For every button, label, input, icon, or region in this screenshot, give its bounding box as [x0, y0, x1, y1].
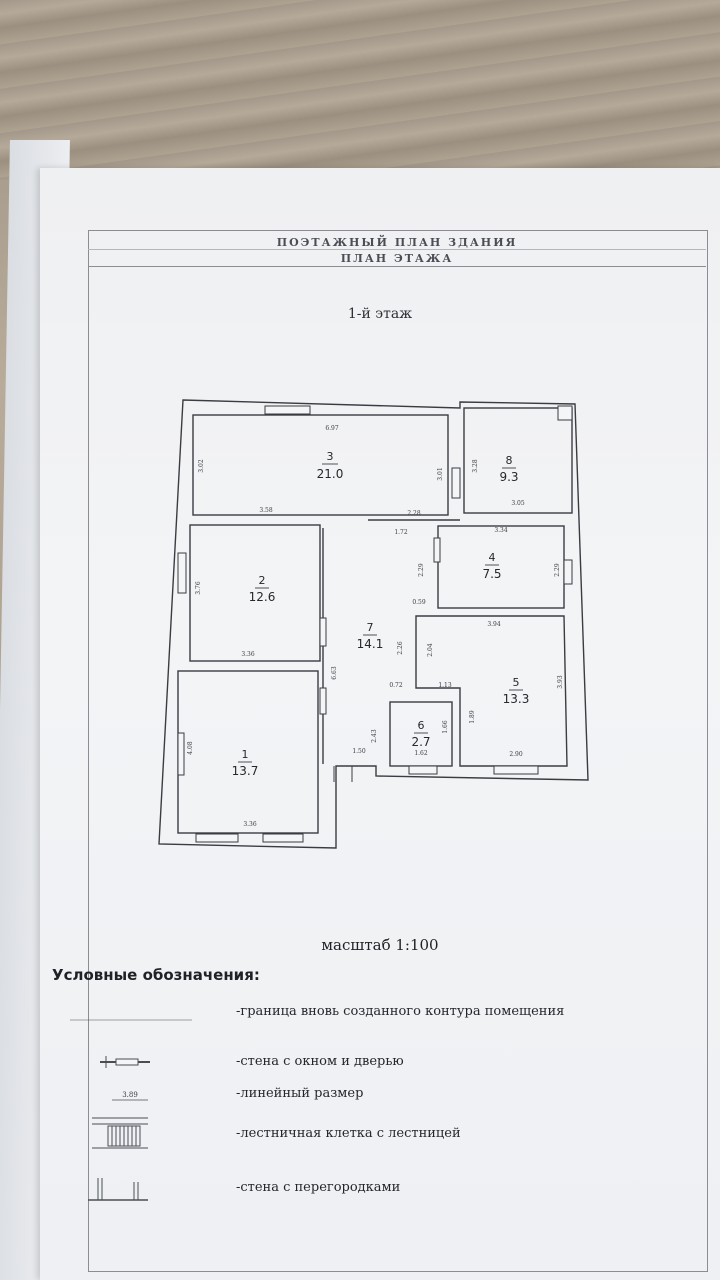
dim-label: 0.59	[412, 599, 426, 606]
room-7-number: 7	[367, 621, 374, 634]
legend-item-boundary: -граница вновь созданного контура помеще…	[236, 1004, 565, 1019]
dim-label: 2.29	[554, 563, 561, 577]
window	[195, 833, 239, 843]
dim-label: 2.26	[397, 641, 404, 655]
dim-label: 3.01	[437, 467, 444, 480]
dim-label: 1.89	[469, 710, 476, 724]
window	[177, 552, 187, 594]
dim-label: 3.34	[494, 527, 508, 534]
dim-label: 3.02	[198, 459, 205, 473]
room-2-walls	[189, 524, 321, 662]
legend-item-dimension: -линейный размер	[236, 1086, 364, 1101]
dim-label: 0.72	[389, 682, 403, 689]
room-5-walls	[415, 615, 568, 767]
dim-label: 2.29	[418, 563, 425, 577]
dim-label: 6.97	[325, 425, 339, 432]
room-8-area: 9.3	[499, 470, 518, 484]
dim-label: 1.72	[394, 529, 408, 536]
chimney	[557, 405, 573, 421]
room-5-area: 13.3	[503, 692, 530, 706]
openings	[177, 405, 573, 843]
header-title: ПОЭТАЖНЫЙ ПЛАН ЗДАНИЯ	[276, 236, 518, 249]
legend-title: Условные обозначения:	[52, 966, 260, 984]
room-6-number: 6	[418, 719, 425, 732]
room-1-area: 13.7	[232, 764, 259, 778]
page-frame	[88, 230, 708, 1272]
outer-wall	[158, 399, 589, 849]
entry	[333, 766, 353, 782]
legend-symbols	[70, 1019, 192, 1201]
window	[177, 732, 185, 776]
dim-label: 3.28	[472, 459, 479, 473]
dim-label: 4.08	[187, 741, 194, 755]
legend-item-partition: -стена с перегородками	[236, 1180, 401, 1195]
window	[262, 833, 304, 843]
room-8-number: 8	[506, 454, 513, 467]
window	[408, 765, 438, 775]
dim-label: 3.36	[243, 821, 257, 828]
dim-label: 2.04	[427, 643, 434, 657]
scale-label: масштаб 1:100	[321, 936, 439, 954]
wooden-table-background	[0, 0, 720, 180]
wall-window-door-symbol	[100, 1056, 150, 1068]
door	[319, 617, 327, 647]
legend-item-wall-window: -стена с окном и дверью	[236, 1054, 404, 1069]
room-6-area: 2.7	[411, 735, 430, 749]
door	[433, 537, 441, 563]
dim-label: 1.50	[352, 748, 366, 755]
dim-label: 1.66	[442, 720, 449, 734]
staircase-symbol	[92, 1117, 148, 1149]
room-3-number: 3	[327, 450, 334, 463]
dim-label: 6.63	[331, 666, 338, 680]
dim-label: 2.90	[509, 751, 523, 758]
window	[563, 559, 573, 585]
dim-label: 3.36	[241, 651, 255, 658]
legend-dimension-sample: 3.89	[122, 1091, 138, 1099]
room-8-walls	[463, 407, 573, 514]
dim-label: 3.76	[195, 581, 202, 595]
window	[264, 405, 311, 415]
window	[493, 765, 539, 775]
dim-label: 1.13	[438, 682, 452, 689]
dim-label: 2.28	[407, 510, 421, 517]
header-subtitle: ПЛАН ЭТАЖА	[340, 252, 454, 265]
room-4-area: 7.5	[482, 567, 501, 581]
header-divider	[88, 249, 706, 250]
floor-label: 1-й этаж	[347, 306, 413, 322]
room-4-number: 4	[489, 551, 496, 564]
room-2-number: 2	[259, 574, 266, 587]
dim-label: 3.93	[557, 675, 564, 689]
document-page: ПОЭТАЖНЫЙ ПЛАН ЗДАНИЯ ПЛАН ЭТАЖА 1-й эта…	[40, 168, 720, 1280]
room-3-area: 21.0	[317, 467, 344, 481]
floor-plan: 3 21.0 8 9.3 2 12.6 4 7.5 7 14.1 5 13.3 …	[70, 399, 589, 1201]
dim-label: 2.43	[371, 729, 378, 743]
room-2-area: 12.6	[249, 590, 276, 604]
document-header: ПОЭТАЖНЫЙ ПЛАН ЗДАНИЯ ПЛАН ЭТАЖА	[88, 232, 706, 267]
door	[319, 687, 327, 715]
room-3-walls	[192, 414, 449, 516]
door	[451, 467, 461, 499]
dim-label: 1.62	[414, 750, 428, 757]
partition-wall-symbol	[88, 1178, 148, 1201]
dim-label: 3.94	[487, 621, 501, 628]
room-1-number: 1	[242, 748, 249, 761]
room-7-area: 14.1	[357, 637, 384, 651]
room-5-number: 5	[513, 676, 520, 689]
dim-label: 3.05	[511, 500, 525, 507]
dim-label: 3.58	[259, 507, 273, 514]
legend-item-staircase: -лестничная клетка с лестницей	[236, 1126, 461, 1141]
plan-walls	[158, 399, 589, 849]
